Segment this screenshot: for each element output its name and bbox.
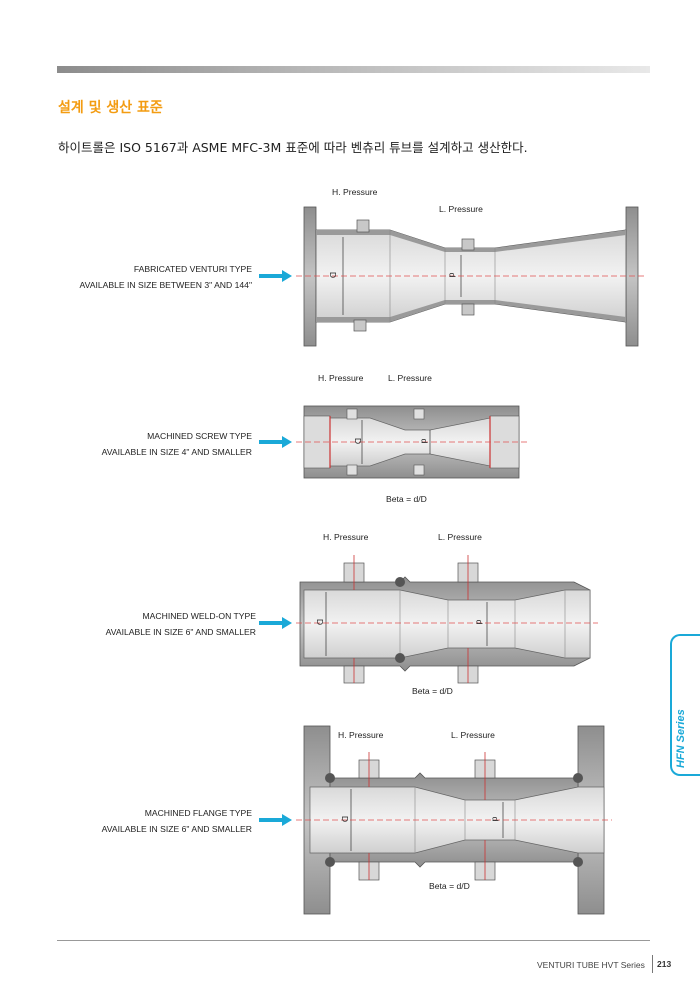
diagram-type-label: MACHINED FLANGE TYPE — [144, 808, 252, 818]
diagram-size-label: AVAILABLE IN SIZE 6" AND SMALLER — [105, 627, 256, 637]
diameter-d-label: d — [474, 619, 485, 625]
diagram-type-label: MACHINED SCREW TYPE — [147, 431, 252, 441]
l-pressure-label: L. Pressure — [388, 373, 432, 383]
fabricated-venturi-drawing — [296, 206, 646, 347]
h-pressure-label: H. Pressure — [323, 532, 369, 542]
arrow-right-icon — [259, 270, 292, 282]
l-pressure-label: L. Pressure — [438, 532, 482, 542]
diagram-type-label: FABRICATED VENTURI TYPE — [133, 264, 252, 274]
beta-formula: Beta = d/D — [412, 686, 453, 696]
diameter-D-label: D — [353, 437, 364, 445]
diameter-d-label: d — [490, 816, 501, 822]
beta-formula: Beta = d/D — [429, 881, 470, 891]
diameter-D-label: D — [315, 618, 326, 626]
footer-text: VENTURI TUBE HVT Series — [537, 960, 645, 970]
diagram-size-label: AVAILABLE IN SIZE BETWEEN 3" AND 144" — [79, 280, 252, 290]
diameter-D-label: D — [340, 815, 351, 823]
diameter-d-label: d — [419, 438, 430, 444]
diagram-type-label: MACHINED WELD-ON TYPE — [142, 611, 256, 621]
machined-screw-drawing — [296, 405, 528, 479]
machined-weld-on-drawing — [296, 555, 598, 684]
diameter-D-label: D — [328, 271, 339, 279]
arrow-right-icon — [259, 436, 292, 448]
series-side-tab[interactable] — [670, 634, 700, 776]
l-pressure-label: L. Pressure — [451, 730, 495, 740]
h-pressure-label: H. Pressure — [332, 187, 378, 197]
h-pressure-label: H. Pressure — [338, 730, 384, 740]
diagram-size-label: AVAILABLE IN SIZE 6" AND SMALLER — [101, 824, 252, 834]
section-heading: 설계 및 생산 표준 — [58, 100, 163, 116]
h-pressure-label: H. Pressure — [318, 373, 364, 383]
header-bar — [57, 66, 650, 73]
diagram-size-label: AVAILABLE IN SIZE 4" AND SMALLER — [101, 447, 252, 457]
diameter-d-label: d — [447, 272, 458, 278]
arrow-right-icon — [259, 617, 292, 629]
series-side-tab-label: HFN Series — [675, 709, 687, 768]
intro-text: 하이트롤은 ISO 5167과 ASME MFC-3M 표준에 따라 벤츄리 튜… — [58, 140, 528, 155]
footer-divider — [57, 940, 650, 941]
l-pressure-label: L. Pressure — [439, 204, 483, 214]
machined-flange-drawing — [296, 725, 612, 915]
arrow-right-icon — [259, 814, 292, 826]
beta-formula: Beta = d/D — [386, 494, 427, 504]
page-number: 213 — [652, 955, 671, 973]
